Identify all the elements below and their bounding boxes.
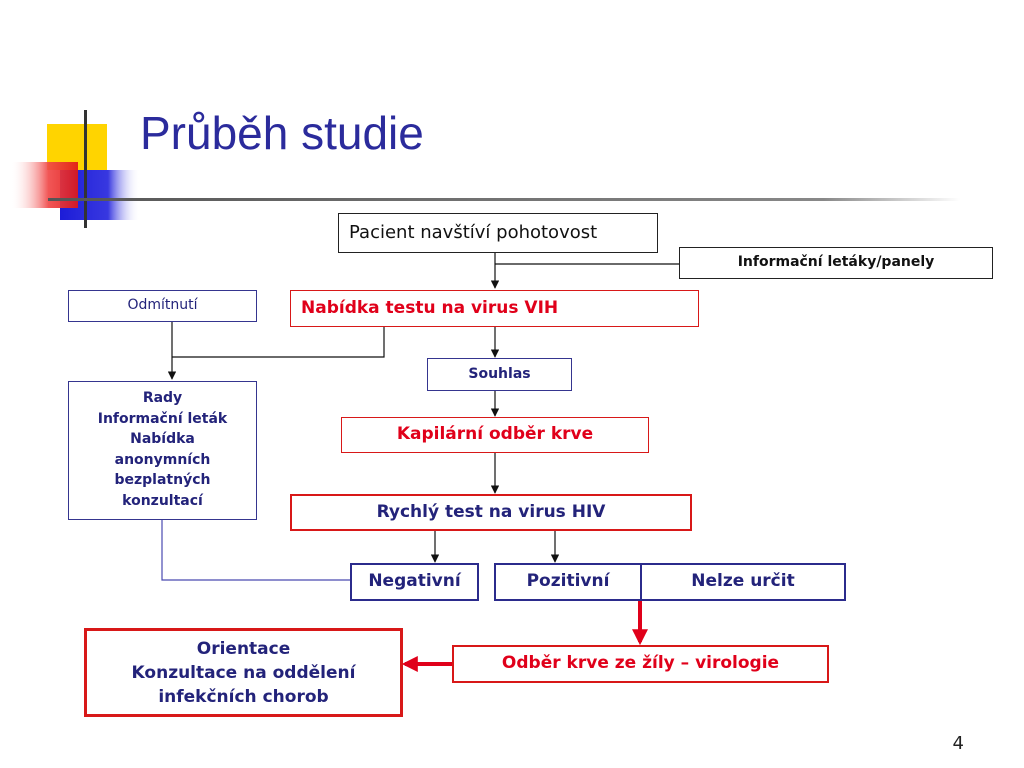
negative-box: Negativní: [350, 563, 479, 601]
orientation-line-1: Orientace: [196, 638, 291, 659]
indeterminate-label: Nelze určit: [691, 571, 795, 592]
venous-blood-box: Odběr krve ze žíly – virologie: [452, 645, 829, 683]
orientation-line-2: Konzultace na oddělení: [131, 662, 356, 683]
advice-line-3: Nabídka: [130, 431, 195, 447]
orientation-box: Orientace Konzultace na oddělení infekčn…: [84, 628, 403, 717]
venous-blood-label: Odběr krve ze žíly – virologie: [501, 653, 780, 674]
advice-line-1: Rady: [142, 390, 183, 406]
positive-box: Pozitivní: [494, 563, 642, 601]
rapid-test-label: Rychlý test na virus HIV: [376, 501, 606, 522]
refusal-box: Odmítnutí: [68, 290, 257, 322]
corner-decoration: [12, 110, 960, 228]
refusal-label: Odmítnutí: [127, 297, 198, 314]
advice-line-2: Informační leták: [97, 410, 228, 427]
leaflets-panels-label: Informační letáky/panely: [737, 254, 935, 271]
positive-label: Pozitivní: [526, 571, 610, 592]
consent-box: Souhlas: [427, 358, 572, 391]
advice-line-4: anonymních: [114, 451, 211, 468]
patient-visit-box: Pacient navštíví pohotovost: [338, 213, 658, 253]
title-underline: [48, 198, 960, 201]
patient-visit-label: Pacient navštíví pohotovost: [349, 221, 598, 243]
capillary-blood-label: Kapilární odběr krve: [396, 424, 594, 445]
orientation-line-3: infekčních chorob: [158, 686, 329, 707]
consent-label: Souhlas: [468, 365, 531, 382]
slide-title: Průběh studie: [140, 107, 424, 159]
advice-line-5: bezplatných: [114, 472, 211, 488]
vertical-rule: [84, 110, 87, 228]
leaflets-panels-box: Informační letáky/panely: [679, 247, 993, 279]
advice-box: Rady Informační leták Nabídka anonymních…: [68, 381, 257, 520]
hiv-test-offer-label: Nabídka testu na virus VIH: [301, 297, 559, 318]
indeterminate-box: Nelze určit: [640, 563, 846, 601]
advice-line-6: konzultací: [122, 492, 203, 509]
hiv-test-offer-box: Nabídka testu na virus VIH: [290, 290, 699, 327]
slide-number: 4: [952, 733, 964, 754]
negative-label: Negativní: [368, 571, 461, 592]
line-offer-to-refusal: [172, 327, 385, 358]
rapid-test-box: Rychlý test na virus HIV: [290, 494, 692, 531]
capillary-blood-box: Kapilární odběr krve: [341, 417, 649, 453]
